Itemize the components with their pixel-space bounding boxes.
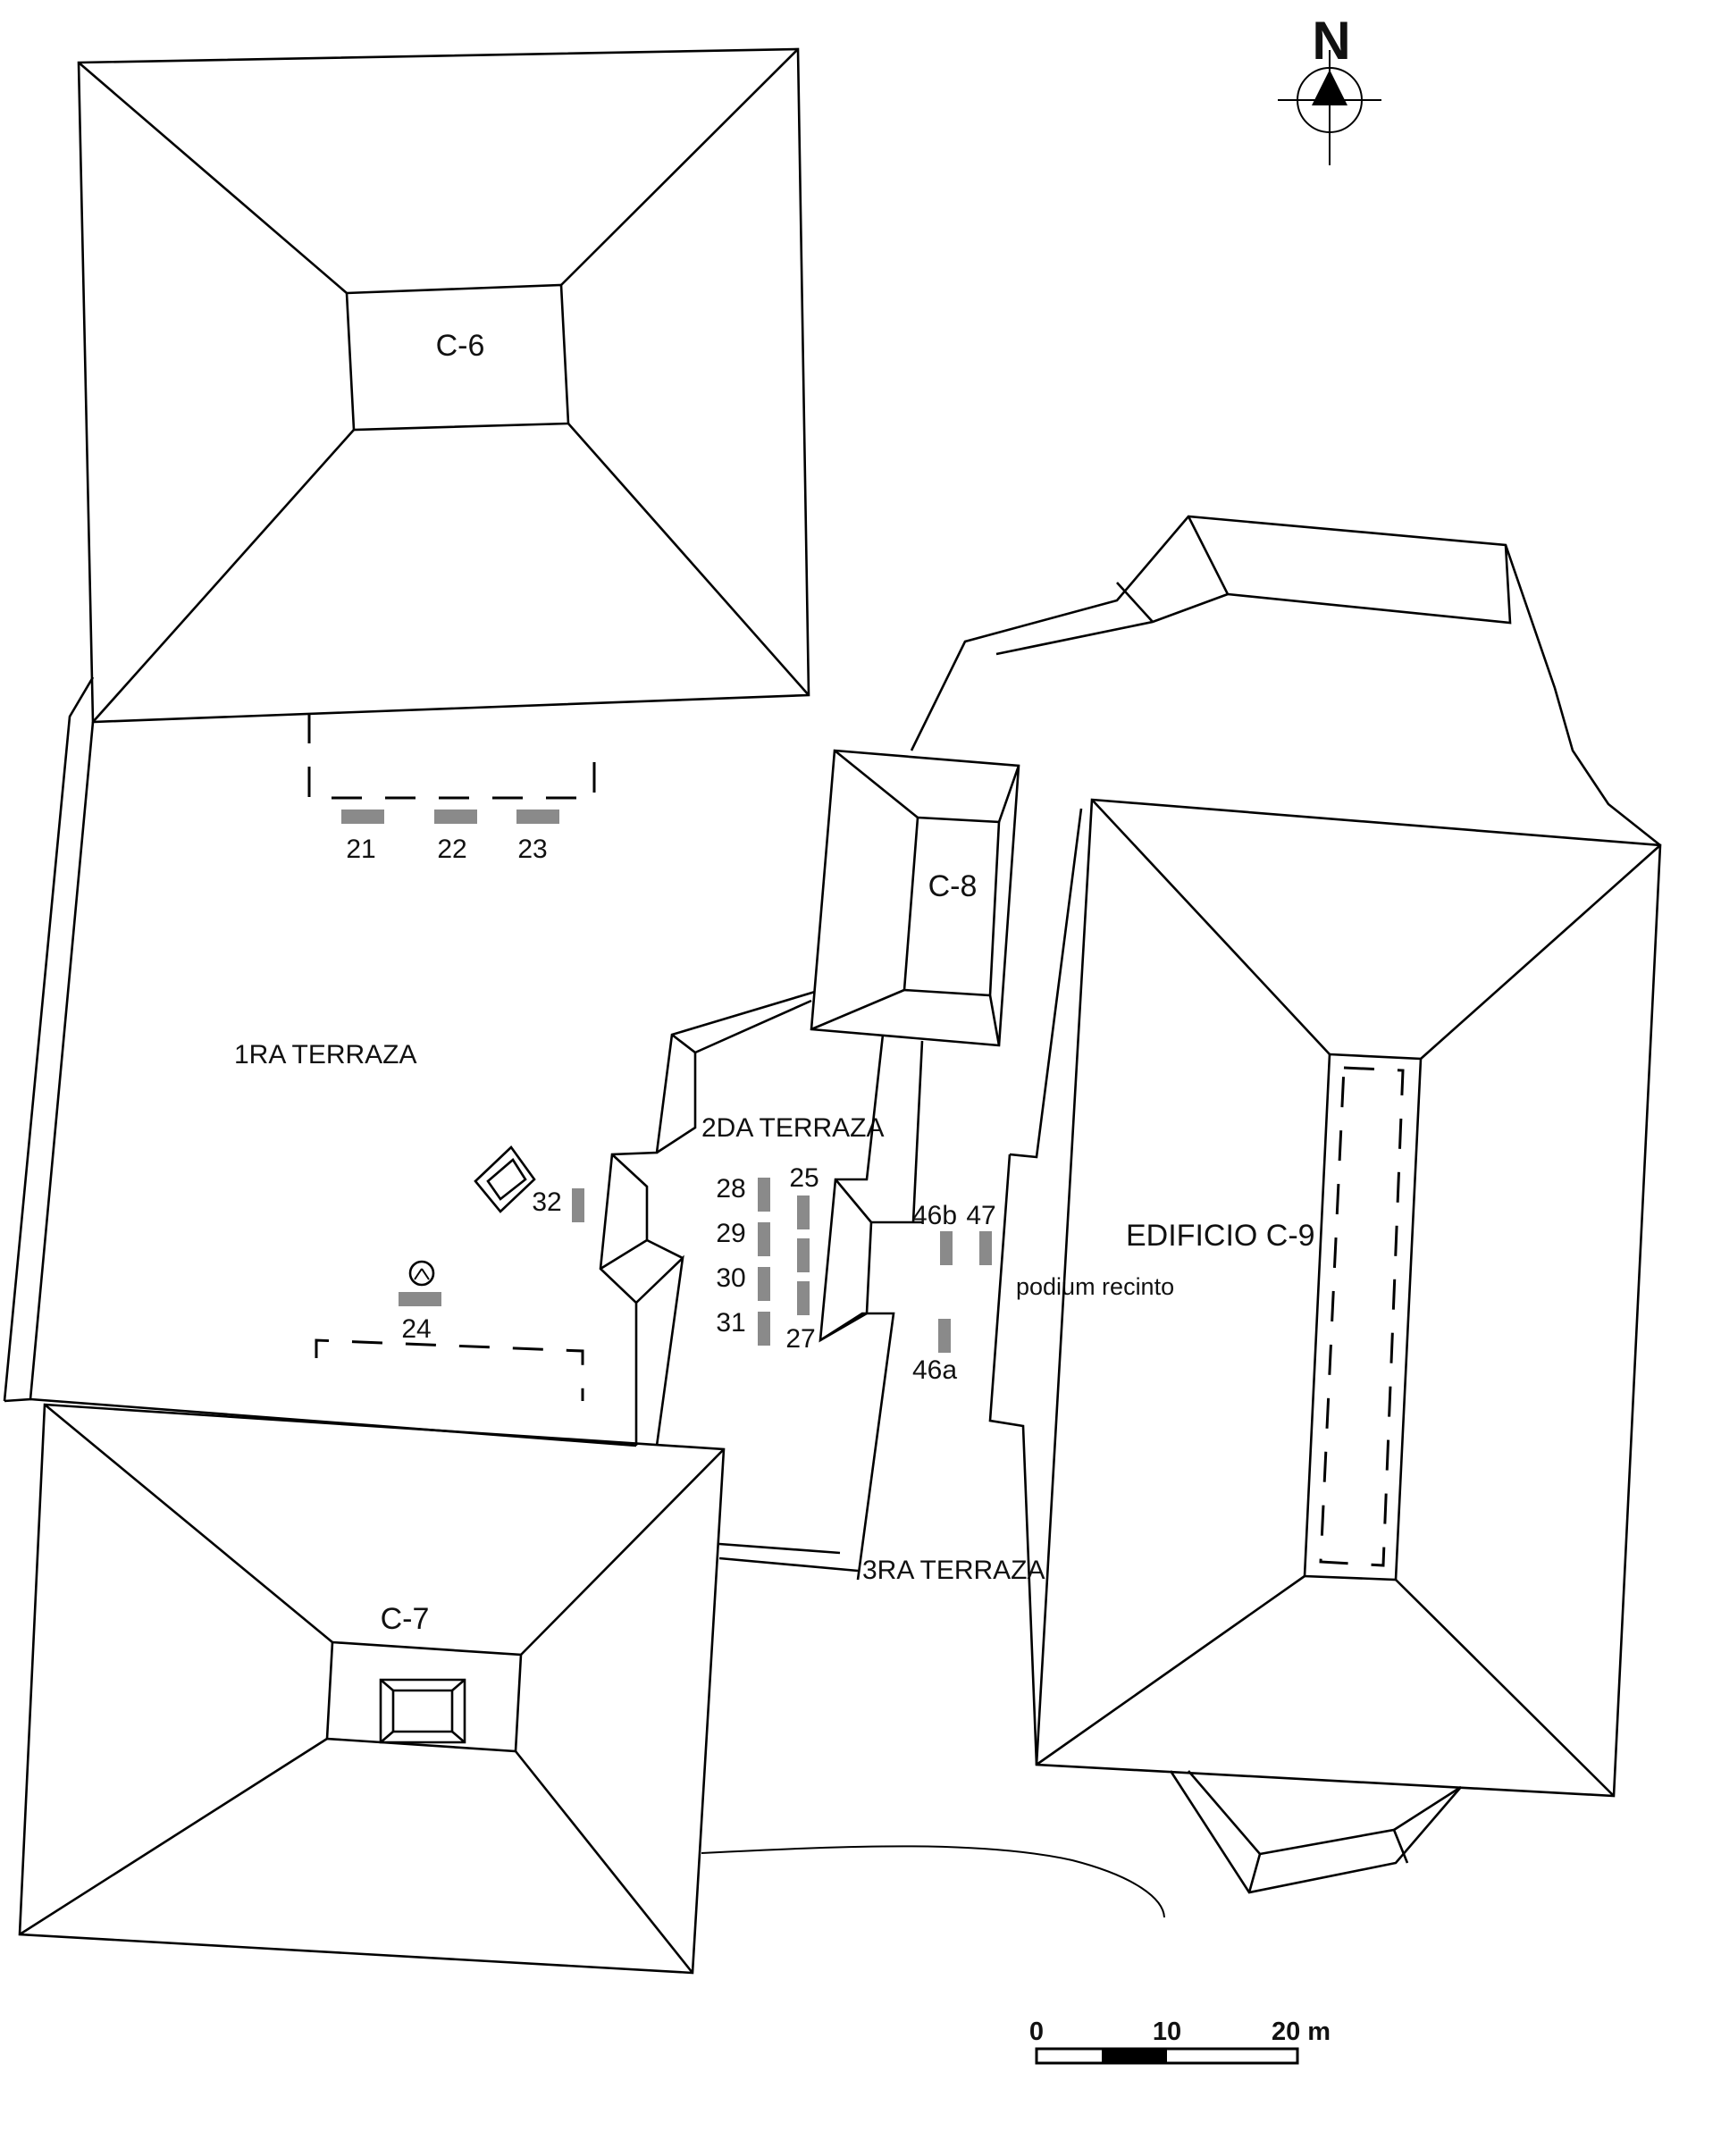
scale-label-20: 20 m [1272,2018,1331,2046]
label-podium: podium recinto [1016,1273,1174,1300]
svg-text:32: 32 [532,1187,561,1217]
label-terrace-1: 1RA TERRAZA [234,1040,417,1070]
label-c9: EDIFICIO C-9 [1126,1219,1315,1253]
structure-c8: C-8 [810,749,1020,1047]
svg-text:31: 31 [716,1308,745,1338]
marker-47: 47 [966,1201,996,1265]
marker-29: 29 [716,1219,770,1256]
marker-24: 24 [399,1292,441,1344]
structure-c7: C-7 [18,1403,726,1975]
structure-south-annex [1169,1770,1462,1894]
altar-small-icon [474,1145,536,1213]
svg-text:47: 47 [966,1201,995,1230]
marker-32: 32 [532,1187,584,1222]
svg-text:21: 21 [346,835,375,864]
svg-text:23: 23 [517,835,547,864]
marker-30: 30 [716,1263,770,1301]
scale-label-10: 10 [1153,2018,1181,2046]
terrace-1-outline: 1RA TERRAZA [3,676,637,1447]
svg-text:29: 29 [716,1219,745,1248]
svg-text:25: 25 [789,1163,819,1193]
svg-text:28: 28 [716,1174,745,1204]
scale-label-0: 0 [1029,2018,1044,2046]
label-c8: C-8 [928,869,978,903]
inner-court-outline: podium recinto 3RA TERRAZA [718,808,1174,1766]
svg-text:30: 30 [716,1263,745,1293]
label-terrace-2: 2DA TERRAZA [701,1113,885,1143]
marker-28: 28 [716,1174,770,1212]
svg-text:22: 22 [437,835,466,864]
marker-46a: 46a [912,1319,957,1385]
marker-22: 22 [434,810,477,864]
svg-text:46a: 46a [912,1355,957,1385]
label-c7: C-7 [381,1602,430,1636]
scale-bar: 0 10 20 m [1029,2018,1331,2065]
structure-c6: C-6 [77,47,810,724]
north-arrow-icon: N [1278,11,1381,165]
structure-north-annex [910,515,1661,847]
north-label: N [1312,11,1350,71]
svg-text:27: 27 [785,1324,815,1354]
south-path-line [701,1845,1165,1918]
structure-c9: EDIFICIO C-9 [1035,798,1662,1798]
svg-text:24: 24 [401,1314,431,1344]
marker-27: 27 [785,1324,815,1354]
marker-31: 31 [716,1308,770,1346]
marker-23: 23 [516,810,559,864]
carved-stone-icon [408,1260,435,1287]
marker-46b: 46b [912,1201,957,1265]
marker-25: 25 [789,1163,819,1315]
label-c6: C-6 [436,329,485,363]
label-terrace-3: 3RA TERRAZA [862,1556,1045,1585]
svg-text:46b: 46b [912,1201,957,1230]
terrace-2-outline: 2DA TERRAZA [599,990,885,1447]
marker-21: 21 [341,810,384,864]
